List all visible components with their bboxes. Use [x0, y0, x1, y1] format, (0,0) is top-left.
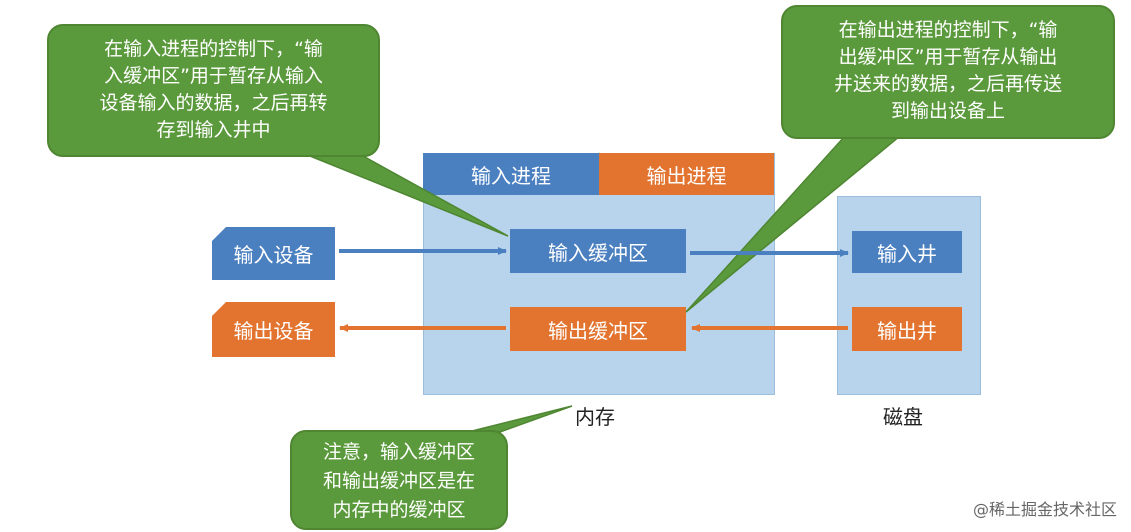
note-line: 入缓冲区”用于暂存从输入	[104, 65, 323, 87]
output-device: 输出设备	[212, 302, 335, 357]
output-process-tab: 输出进程	[599, 153, 774, 195]
output-note-pointer	[685, 135, 903, 313]
input-buffer-note: 在输入进程的控制下，“输 入缓冲区”用于暂存从输入 设备输入的数据，之后再转 存…	[47, 24, 380, 157]
memory-caption: 内存	[575, 405, 615, 429]
note-line: 存到输入井中	[156, 119, 271, 141]
note-line: 在输出进程的控制下，“输	[838, 19, 1058, 41]
note-line: 和输出缓冲区是在	[322, 470, 475, 492]
input-device: 输入设备	[212, 227, 335, 280]
input-note-pointer	[299, 149, 509, 237]
memory-buffer-note: 注意，输入缓冲区 和输出缓冲区是在 内存中的缓冲区	[290, 430, 508, 530]
input-well: 输入井	[852, 231, 962, 273]
note-line: 在输入进程的控制下，“输	[104, 38, 323, 60]
input-process-tab: 输入进程	[423, 153, 599, 195]
note-line: 内存中的缓冲区	[332, 499, 466, 521]
input-buffer: 输入缓冲区	[510, 229, 686, 273]
watermark: @稀土掘金技术社区	[972, 500, 1117, 519]
disk-area	[837, 196, 981, 395]
note-line: 井送来的数据，之后再传送	[833, 73, 1062, 95]
output-buffer-note: 在输出进程的控制下，“输 出缓冲区”用于暂存从输出 井送来的数据，之后再传送 到…	[781, 5, 1115, 139]
output-buffer: 输出缓冲区	[510, 307, 686, 351]
note-line: 设备输入的数据，之后再转	[99, 92, 328, 114]
disk-caption: 磁盘	[883, 405, 923, 429]
note-line: 到输出设备上	[890, 100, 1005, 122]
memory-note-pointer	[467, 405, 573, 433]
note-line: 出缓冲区”用于暂存从输出	[838, 46, 1058, 68]
output-well: 输出井	[852, 307, 962, 351]
note-line: 注意，输入缓冲区	[322, 441, 475, 463]
